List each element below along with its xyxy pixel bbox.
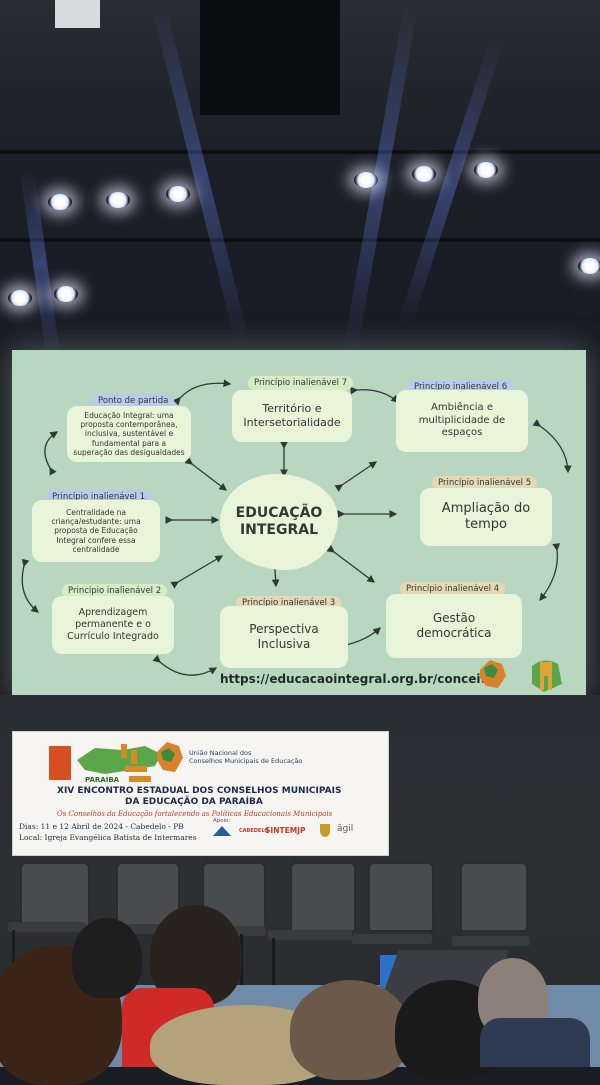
concept-node-principle-4: Gestão democrática bbox=[386, 594, 522, 658]
stage-chair bbox=[368, 862, 434, 932]
stage-chair bbox=[460, 862, 528, 932]
node-text: Ambiência e multiplicidade de espaços bbox=[418, 402, 506, 439]
sponsor-logo-icon bbox=[213, 826, 231, 836]
chair-seat bbox=[352, 934, 432, 944]
sponsor-crest-icon bbox=[320, 824, 330, 837]
banner-organization: União Nacional dos Conselhos Municipais … bbox=[189, 749, 303, 765]
ceiling-opening bbox=[200, 0, 340, 115]
concept-node-principle-7: Território e Intersetorialidade bbox=[232, 390, 352, 442]
audience-member-shirt bbox=[480, 1018, 590, 1067]
event-banner: PARAÍBA União Nacional dos Conselhos Mun… bbox=[12, 731, 389, 856]
banner-title-line-2: DA EDUCAÇÃO DA PARAÍBA bbox=[125, 797, 263, 807]
ceiling-light-fixture bbox=[55, 0, 100, 28]
node-tag: Princípio inalienável 5 bbox=[432, 476, 538, 490]
sponsor-agil: âgil bbox=[337, 824, 354, 834]
stage-spotlight bbox=[354, 172, 378, 188]
chair-leg bbox=[12, 930, 15, 985]
concept-map-arrows bbox=[21, 379, 572, 676]
projection-screen: Ponto de partida Educação Integral: uma … bbox=[12, 350, 586, 695]
stage-spotlight bbox=[166, 186, 190, 202]
chair-leg bbox=[272, 938, 275, 998]
banner-state-label: PARAÍBA bbox=[85, 776, 120, 784]
chair-seat bbox=[452, 936, 530, 946]
stage-spotlight bbox=[474, 162, 498, 178]
stage-spotlight bbox=[412, 166, 436, 182]
stage-spotlight bbox=[48, 194, 72, 210]
node-text: Centralidade na criança/estudante: uma p… bbox=[51, 507, 141, 555]
node-tag: Princípio inalienável 7 bbox=[248, 376, 354, 390]
node-tag: Ponto de partida bbox=[92, 394, 175, 408]
stage-chair bbox=[290, 862, 356, 932]
stage-spotlight bbox=[106, 192, 130, 208]
node-text: Perspectiva Inclusiva bbox=[249, 622, 319, 651]
stage-spotlight bbox=[578, 258, 600, 274]
lighting-truss-lower bbox=[0, 238, 600, 242]
banner-title-line-1: XIV ENCONTRO ESTADUAL DOS CONSELHOS MUNI… bbox=[57, 786, 342, 796]
concept-node-principle-2: Aprendizagem permanente e o Currículo In… bbox=[52, 596, 174, 654]
banner-logo-block bbox=[49, 746, 71, 780]
uncme-logo bbox=[121, 744, 151, 782]
stage-spotlight bbox=[8, 290, 32, 306]
chair-seat bbox=[8, 922, 86, 932]
lighting-truss-upper bbox=[0, 150, 600, 154]
stage-chair bbox=[20, 862, 90, 932]
sponsor-sintemjp: SINTEMJP bbox=[265, 826, 306, 835]
venue-ceiling bbox=[0, 0, 600, 360]
node-text: Educação Integral: uma proposta contempo… bbox=[73, 410, 185, 458]
node-tag: Princípio inalienável 2 bbox=[62, 584, 168, 598]
banner-venue: Local: Igreja Evangélica Batista de Inte… bbox=[19, 833, 197, 842]
audience-member-head bbox=[290, 980, 410, 1080]
node-text: Aprendizagem permanente e o Currículo In… bbox=[67, 607, 159, 642]
banner-support-label: Apoio: bbox=[213, 818, 231, 824]
concept-node-principle-1: Centralidade na criança/estudante: uma p… bbox=[32, 500, 160, 562]
central-concept: EDUCAÇÃO INTEGRAL bbox=[220, 474, 338, 570]
brazil-map-icon bbox=[157, 742, 183, 772]
node-tag: Princípio inalienável 4 bbox=[400, 582, 506, 596]
slide-source-url: https://educacaointegral.org.br/conceito… bbox=[220, 672, 499, 686]
stage-spotlight bbox=[54, 286, 78, 302]
audience-member-head bbox=[72, 918, 142, 998]
concept-node-principle-5: Ampliação do tempo bbox=[420, 488, 552, 546]
banner-dates: Dias: 11 e 12 Abril de 2024 - Cabedelo -… bbox=[19, 822, 184, 831]
chair-seat bbox=[106, 924, 178, 934]
brazil-map-logo bbox=[480, 660, 562, 692]
node-text: Território e Intersetorialidade bbox=[243, 402, 341, 429]
concept-node-principle-3: Perspectiva Inclusiva bbox=[220, 606, 348, 668]
sponsor-cabedelo: CABEDELO bbox=[239, 828, 269, 834]
chair-seat bbox=[268, 930, 352, 940]
banner-slogan: Os Conselhos da Educação fortalecendo as… bbox=[57, 810, 333, 818]
light-beam bbox=[397, 37, 504, 328]
node-text: Gestão democrática bbox=[416, 611, 492, 640]
concept-node-principle-6: Ambiência e multiplicidade de espaços bbox=[396, 390, 528, 452]
concept-node-starting-point: Educação Integral: uma proposta contempo… bbox=[67, 406, 191, 462]
node-text: Ampliação do tempo bbox=[441, 500, 531, 532]
